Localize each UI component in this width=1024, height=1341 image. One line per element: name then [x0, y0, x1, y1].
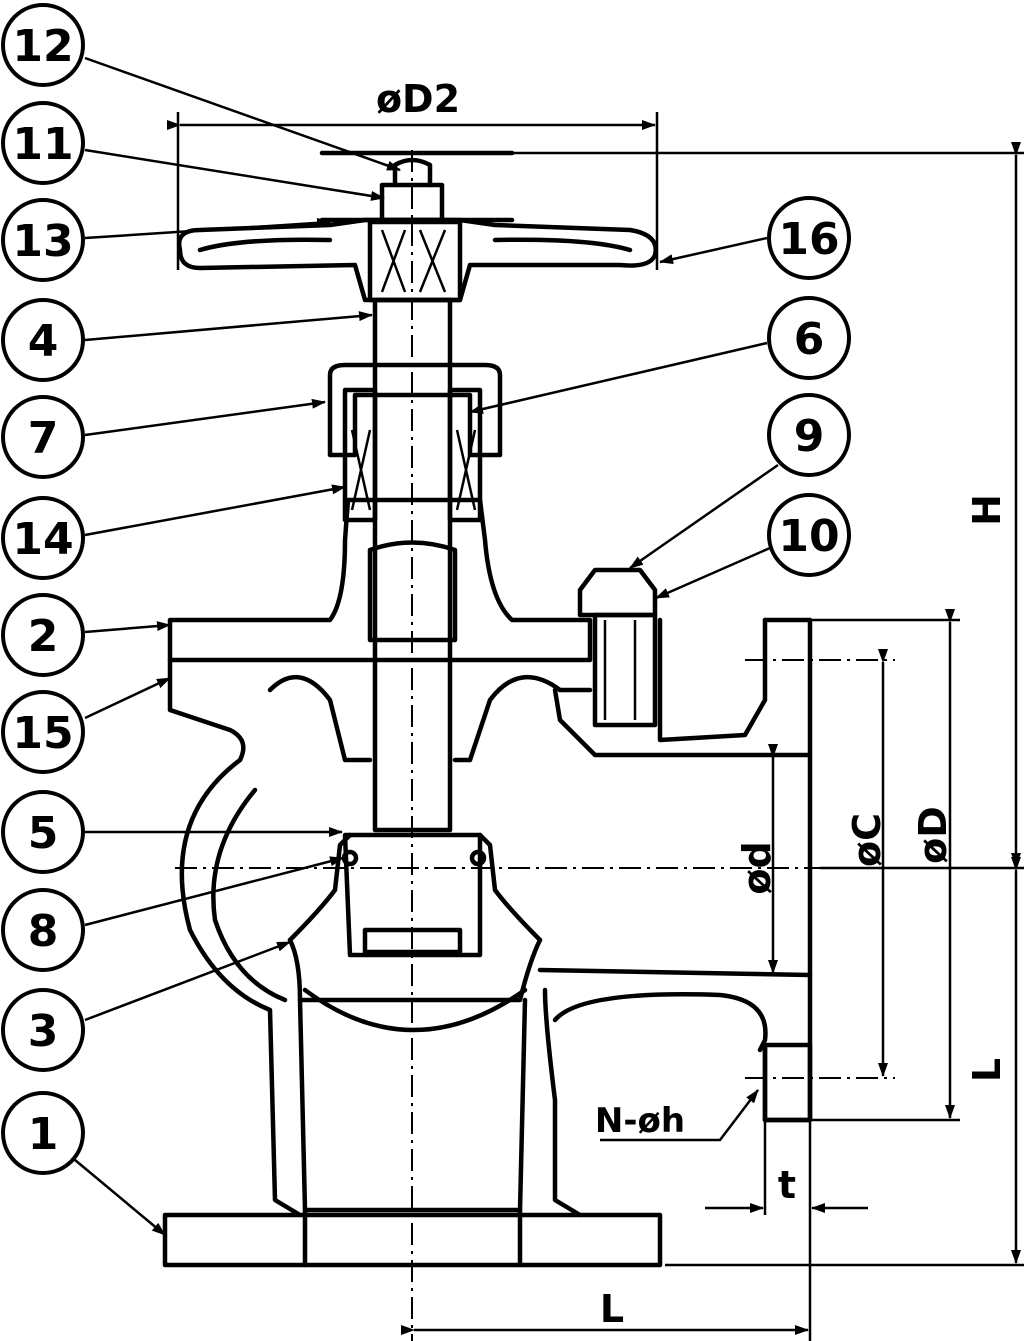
svg-text:9: 9	[794, 411, 825, 462]
svg-text:11: 11	[12, 119, 73, 170]
callout-3: 3	[1, 988, 85, 1072]
disc	[341, 832, 487, 958]
svg-text:5: 5	[28, 808, 59, 859]
dim-handwheel-diameter: øD2	[376, 77, 460, 121]
svg-text:10: 10	[778, 511, 839, 562]
svg-text:16: 16	[778, 214, 839, 265]
callout-15: 15	[1, 690, 85, 774]
callout-7: 7	[1, 395, 85, 479]
dim-bolt-holes: N-øh	[595, 1101, 685, 1141]
callout-4: 4	[1, 298, 85, 382]
callout-8: 8	[1, 888, 85, 972]
callout-13: 13	[1, 198, 85, 282]
leader-lines	[74, 56, 779, 1236]
callout-14: 14	[1, 496, 85, 580]
svg-text:1: 1	[28, 1109, 59, 1160]
dim-port-bore: ød	[735, 841, 779, 894]
callout-16: 16	[767, 196, 851, 280]
bolt-nut	[577, 567, 658, 728]
dim-flange-thickness: t	[778, 1163, 796, 1207]
dim-bottom-length: L	[600, 1287, 624, 1331]
svg-text:15: 15	[12, 708, 73, 759]
callout-5: 5	[1, 790, 85, 874]
callout-10: 10	[767, 493, 851, 577]
valve-body	[162, 150, 820, 1341]
svg-text:12: 12	[12, 21, 73, 72]
svg-text:13: 13	[12, 216, 73, 267]
svg-text:7: 7	[28, 413, 59, 464]
dim-bolt-circle: øC	[845, 813, 889, 867]
callout-11: 11	[1, 101, 85, 185]
callout-9: 9	[767, 393, 851, 477]
dim-height: H	[965, 494, 1009, 526]
packing-gland	[327, 362, 503, 523]
callout-6: 6	[767, 296, 851, 380]
svg-text:4: 4	[28, 316, 59, 367]
svg-text:8: 8	[28, 906, 59, 957]
svg-text:2: 2	[28, 611, 59, 662]
callout-12: 12	[1, 3, 85, 87]
dimension-lines	[167, 112, 1024, 1341]
svg-text:3: 3	[28, 1006, 59, 1057]
svg-text:6: 6	[794, 314, 825, 365]
callout-1: 1	[1, 1091, 85, 1175]
callout-2: 2	[1, 593, 85, 677]
dim-flange-diameter: øD	[911, 806, 955, 864]
svg-text:14: 14	[12, 514, 73, 565]
dim-side-length: L	[965, 1058, 1009, 1082]
